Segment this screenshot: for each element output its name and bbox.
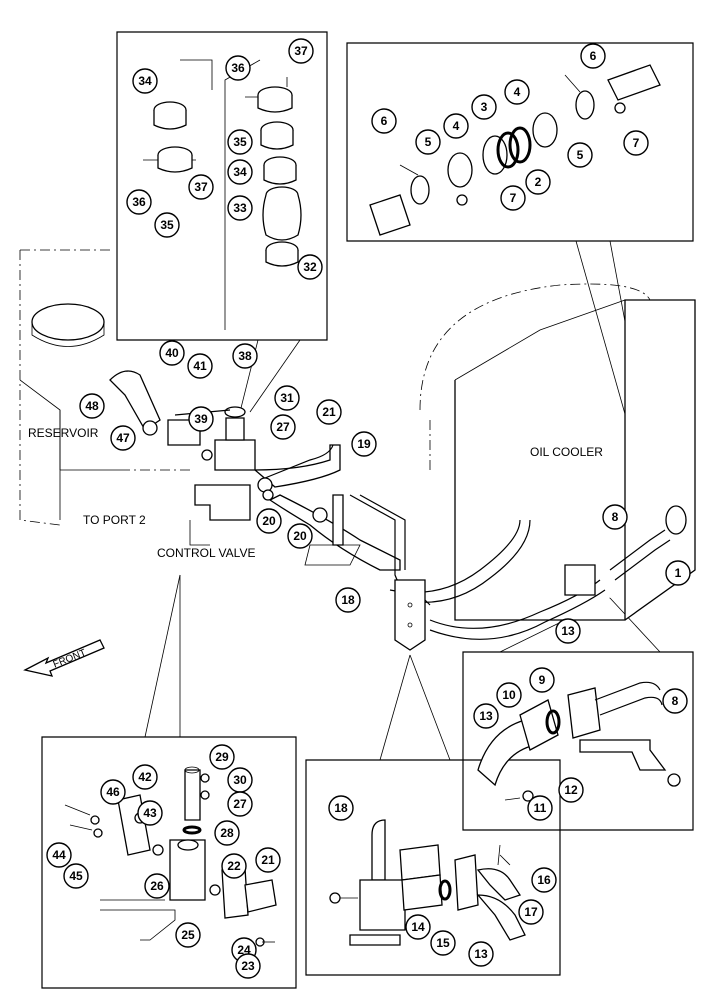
callout-37-right: 37	[294, 44, 308, 58]
callout-7-left: 7	[510, 191, 517, 205]
callout-27-detail: 27	[233, 797, 247, 811]
callout-44: 44	[52, 848, 66, 862]
callout-15: 15	[436, 936, 450, 950]
label-reservoir: RESERVOIR	[28, 426, 99, 440]
front-arrow	[23, 639, 105, 677]
callout-28: 28	[220, 826, 234, 840]
callout-26: 26	[150, 879, 164, 893]
callout-18-detail: 18	[334, 801, 348, 815]
detail-box-hose-clamp	[116, 31, 328, 341]
label-control-valve: CONTROL VALVE	[157, 546, 255, 560]
callout-17: 17	[524, 905, 538, 919]
callout-7-right: 7	[633, 136, 640, 150]
callout-5-right: 5	[577, 148, 584, 162]
cooler-coupling-detail-parts	[369, 64, 661, 236]
callout-4-right: 4	[514, 85, 521, 99]
callout-30: 30	[233, 773, 247, 787]
callout-13-flange: 13	[479, 709, 493, 723]
callout-3: 3	[481, 100, 488, 114]
callout-13-bracket: 13	[474, 947, 488, 961]
callout-4-left: 4	[453, 119, 460, 133]
callout-12: 12	[564, 783, 578, 797]
callout-25: 25	[181, 928, 195, 942]
detail-box-cooler-flange	[462, 651, 694, 831]
main-bracket	[394, 564, 596, 651]
callout-6-left: 6	[381, 114, 388, 128]
callout-32: 32	[303, 260, 317, 274]
callout-9: 9	[539, 673, 546, 687]
callout-38: 38	[238, 349, 252, 363]
callout-1: 1	[675, 566, 682, 580]
callout-20-right: 20	[293, 529, 307, 543]
callout-29: 29	[215, 750, 229, 764]
callout-48: 48	[85, 399, 99, 413]
callout-13-main: 13	[561, 624, 575, 638]
callout-19: 19	[357, 437, 371, 451]
callout-21-detail: 21	[261, 853, 275, 867]
callout-14: 14	[411, 920, 425, 934]
oil-cooler	[419, 283, 696, 621]
callout-35-right: 35	[233, 135, 247, 149]
callout-2: 2	[535, 175, 542, 189]
callout-46: 46	[106, 785, 120, 799]
callout-39: 39	[194, 412, 208, 426]
detail-box-control-valve	[41, 736, 297, 989]
callout-36-right: 36	[231, 61, 245, 75]
bracket-detail-parts	[329, 819, 526, 946]
callout-18-main: 18	[341, 593, 355, 607]
callout-45: 45	[69, 869, 83, 883]
callout-23: 23	[241, 959, 255, 973]
reservoir	[19, 249, 190, 526]
callout-16: 16	[537, 873, 551, 887]
detail-box-bracket	[305, 759, 561, 976]
label-oil-cooler: OIL COOLER	[530, 445, 603, 459]
callout-34-right: 34	[233, 165, 247, 179]
callout-47: 47	[116, 431, 130, 445]
callout-31: 31	[280, 391, 294, 405]
callout-10: 10	[502, 688, 516, 702]
callout-36-left: 36	[132, 195, 146, 209]
callout-8-main: 8	[612, 510, 619, 524]
callout-11: 11	[534, 801, 547, 815]
label-front: FRONT	[52, 647, 88, 670]
callout-33: 33	[233, 201, 247, 215]
hose-clamp-detail-parts	[143, 59, 302, 330]
callouts: 34 36 35 37 36 37 35 34 33 32 6 4 3 4 6 …	[46, 38, 691, 979]
cooler-flange-detail-parts	[477, 681, 681, 802]
detail-box-cooler-coupling	[346, 42, 694, 242]
callout-42: 42	[138, 770, 152, 784]
callout-8-detail: 8	[672, 694, 679, 708]
callout-35-left: 35	[160, 218, 174, 232]
callout-5-left: 5	[425, 135, 432, 149]
callout-43: 43	[143, 806, 157, 820]
label-to-port-2: TO PORT 2	[83, 513, 146, 527]
callout-37-left: 37	[194, 180, 208, 194]
callout-40: 40	[165, 346, 179, 360]
callout-21-main: 21	[322, 405, 336, 419]
callout-41: 41	[193, 359, 207, 373]
callout-20-left: 20	[262, 514, 276, 528]
callout-27-main: 27	[276, 420, 290, 434]
callout-6-right: 6	[590, 49, 597, 63]
callout-22: 22	[227, 859, 241, 873]
support-post	[304, 494, 361, 566]
callout-34-top: 34	[138, 74, 152, 88]
